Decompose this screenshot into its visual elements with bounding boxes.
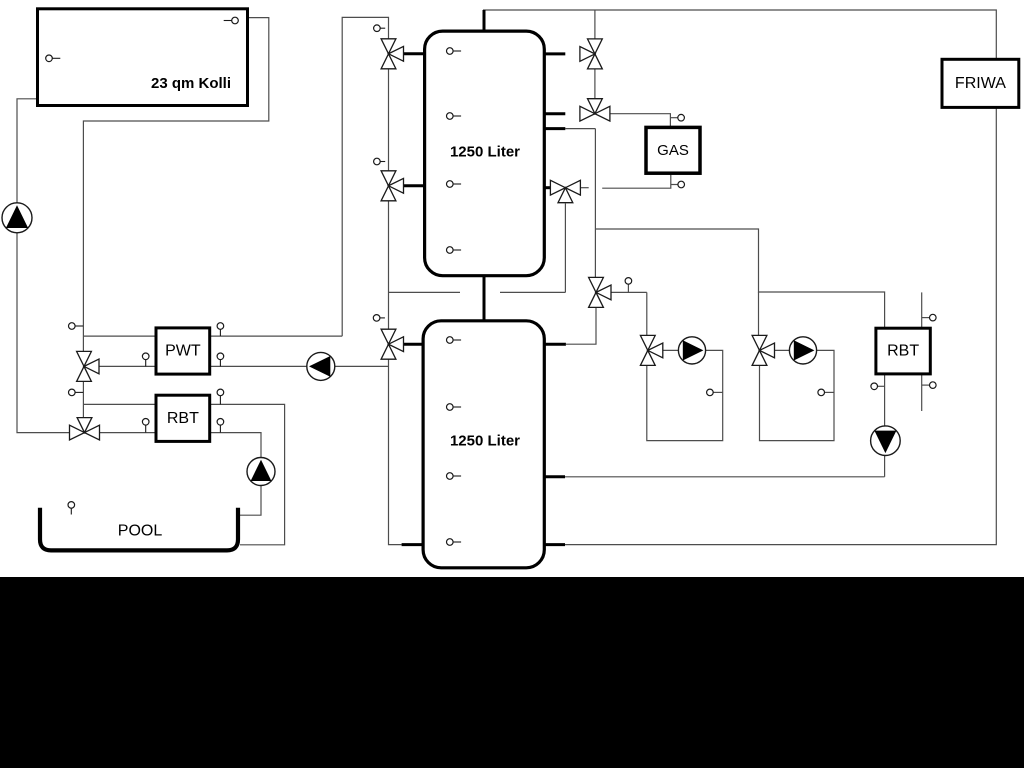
- svg-text:1250 Liter: 1250 Liter: [450, 433, 520, 450]
- svg-text:23 qm Kolli: 23 qm Kolli: [151, 75, 231, 92]
- svg-text:1250 Liter: 1250 Liter: [450, 144, 520, 161]
- svg-text:FRIWA: FRIWA: [955, 75, 1006, 92]
- svg-text:PWT: PWT: [165, 343, 201, 360]
- svg-text:GAS: GAS: [657, 142, 689, 159]
- svg-text:RBT: RBT: [167, 410, 199, 427]
- svg-text:POOL: POOL: [118, 523, 163, 540]
- svg-text:RBT: RBT: [887, 343, 919, 360]
